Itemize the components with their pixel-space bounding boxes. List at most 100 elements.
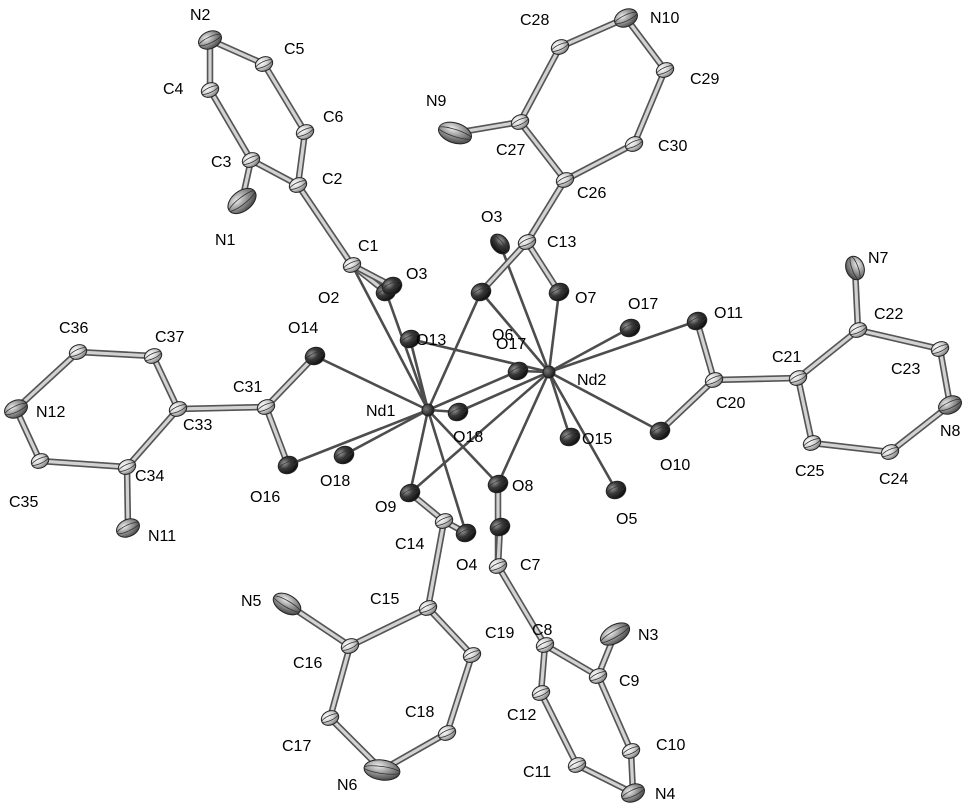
atom-octant-c33 [169,404,187,414]
label-n6: N6 [337,777,358,794]
label-o14: O14 [288,320,318,337]
label-o18b: O18 [320,473,350,490]
bond-c31-o14 [264,354,317,409]
label-c17: C17 [282,738,311,755]
atom-octant-n1 [228,190,256,212]
atom-octant-c30 [625,139,643,149]
label-o3b: O3 [481,209,502,226]
label-c21: C21 [772,349,801,366]
label-c28: C28 [520,12,549,29]
atom-octant-c14 [435,516,453,526]
label-o3: O3 [406,266,427,283]
bond-c9-c10 [596,674,633,753]
atom-octant-o3 [382,280,402,292]
label-o11: O11 [714,305,743,322]
atom-octant-o5b [490,521,510,533]
atom-octant-o17b [620,322,640,334]
label-c22: C22 [874,306,903,323]
atom-octant-n3 [600,625,630,643]
atom-octant-o18b [334,449,354,461]
label-n10: N10 [650,10,679,27]
atom-octant-c22 [849,325,867,335]
bond-c13-c26 [525,178,567,244]
label-c35: C35 [9,494,38,511]
atom-nd2 [542,365,556,379]
label-nd2: Nd2 [577,372,606,389]
atom-octant-n7 [849,256,861,280]
atom-octant-o6 [471,286,491,298]
atom-octant-o15 [560,431,580,443]
atom-octant-c18 [438,728,456,738]
bond-n12-c35 [14,407,42,463]
atom-octant-c36 [69,347,87,357]
atom-octant-c8 [536,640,554,650]
bond-n8-c24 [888,403,952,454]
atom-n9 [438,121,472,145]
atom-octant-c6 [296,127,314,137]
label-c6: C6 [323,109,344,126]
bond-c23-n8 [938,347,952,407]
bond-c27-c28 [518,45,562,124]
label-o17: O17 [496,336,526,353]
atom-octant-c17 [321,713,339,723]
atom-c37 [143,348,163,364]
atom-c23 [930,341,950,357]
atom-octant-o5 [606,484,626,496]
label-o9: O9 [375,499,396,516]
label-c16: C16 [293,655,322,672]
bond-c15-c16 [348,606,430,648]
atom-octant-c34 [118,462,136,472]
atom-octant-c28 [551,42,569,52]
label-c31: C31 [233,379,262,396]
label-o7: O7 [575,290,596,307]
atom-octant-c23 [931,344,949,354]
atom-octant-c31 [257,402,275,412]
atom-o15 [559,427,581,447]
atom-octant-c11 [568,760,586,770]
atom-octant-n9 [438,126,472,140]
atom-octant-c2 [289,180,307,190]
atom-c35 [30,453,50,469]
atom-octant-c21 [789,373,807,383]
label-c33: C33 [183,417,212,434]
atom-octant-c27 [511,117,529,127]
atom-octant-c10 [622,746,640,756]
bond-c31-c33 [176,405,268,411]
label-c36: C36 [59,320,88,337]
label-n4: N4 [655,786,676,803]
label-c3: C3 [211,154,232,171]
label-c7: C7 [520,557,541,574]
atom-octant-n8 [938,398,962,412]
atom-o5b [489,517,511,537]
atom-octant-o13 [400,333,420,345]
atom-octant-c29 [656,65,674,75]
label-c37: C37 [155,329,184,346]
label-c1: C1 [358,238,379,255]
atom-c28 [550,39,570,55]
bond-c11-c12 [539,691,579,767]
label-c27: C27 [496,142,525,159]
bond-c20-c21 [712,376,800,382]
label-c23: C23 [891,361,920,378]
bond-c20-o11 [695,319,716,382]
atom-octant-c20 [705,375,723,385]
atom-nd1 [421,403,435,417]
bond-c3-c4 [208,88,253,162]
atom-n7 [845,255,865,281]
atom-octant-c5 [255,59,273,69]
bond-c25-c21 [796,376,814,445]
label-c34: C34 [135,468,164,485]
atom-n3 [599,622,631,646]
atom-octant-n10 [614,11,638,25]
bond-c35-c34 [38,459,129,469]
label-o2: O2 [318,290,339,307]
covalent-bonds [12,14,954,797]
label-n7: N7 [868,250,889,267]
label-n8: N8 [940,423,961,440]
atom-o5 [605,480,627,500]
label-c4: C4 [163,81,184,98]
label-c5: C5 [284,41,305,58]
label-c25: C25 [795,463,824,480]
label-c15: C15 [370,591,399,608]
bond-c2-c3 [249,158,300,187]
